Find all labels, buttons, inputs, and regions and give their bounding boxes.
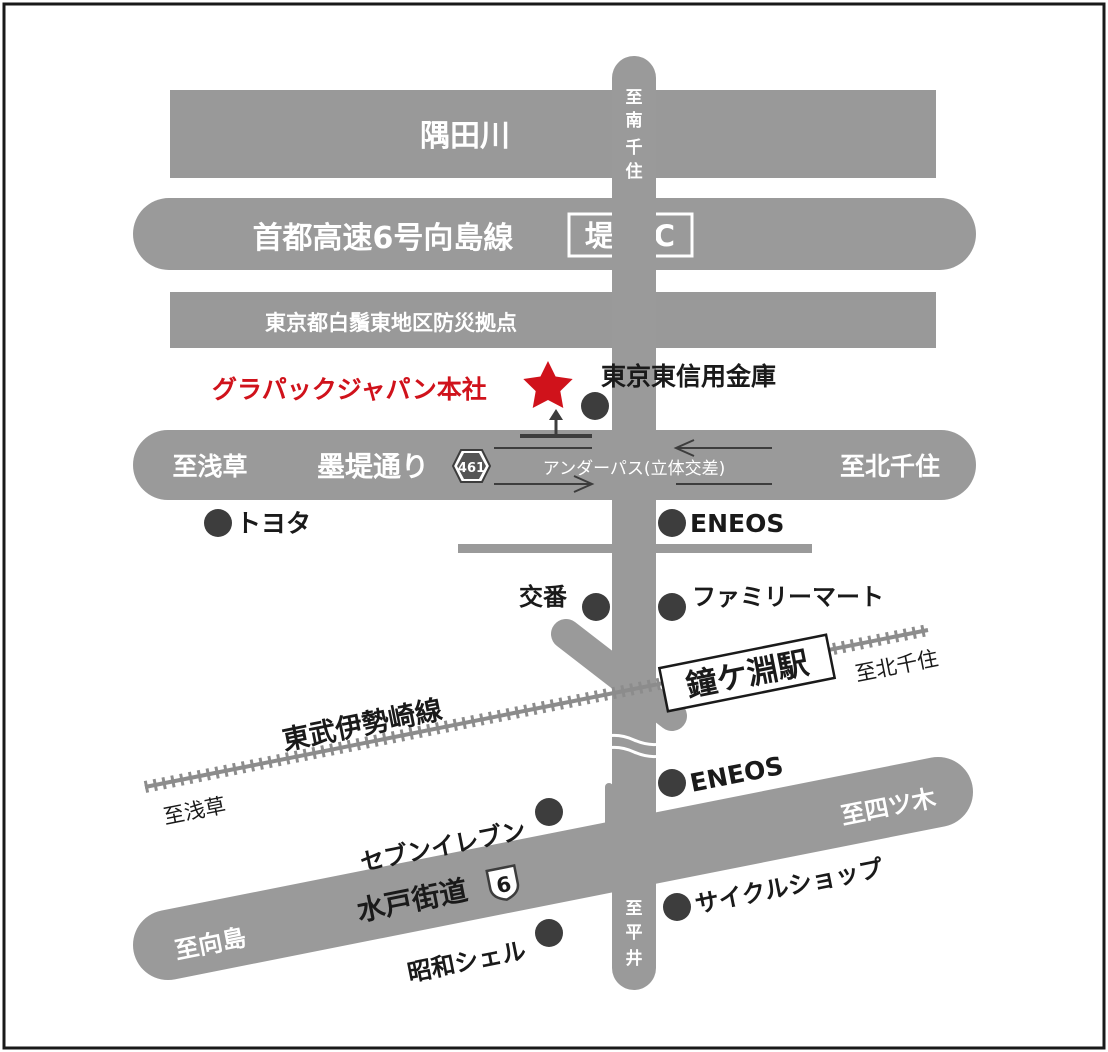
mito-kaido-road <box>133 757 973 980</box>
toyota-dot <box>204 509 232 537</box>
road-break-mark <box>599 733 669 759</box>
river-block-right <box>656 90 936 178</box>
svg-text:至: 至 <box>626 88 643 108</box>
central-road <box>612 56 656 990</box>
river-label: 隅田川 <box>420 119 510 154</box>
svg-text:住: 住 <box>626 161 643 182</box>
eneos1-dot <box>658 509 686 537</box>
eneos2-dot <box>658 769 686 797</box>
route-461-shield-inner <box>457 453 486 479</box>
svg-text:千: 千 <box>626 138 643 158</box>
disaster-block-left <box>170 292 612 348</box>
svg-text:井: 井 <box>626 948 643 969</box>
svg-text:平: 平 <box>626 923 643 943</box>
toyota-label: トヨタ <box>236 509 311 538</box>
underpass <box>494 409 772 493</box>
eneos1-label: ENEOS <box>690 509 784 538</box>
svg-text:至: 至 <box>626 899 643 919</box>
route-6-shield: 6 <box>485 864 520 901</box>
bokutei-east-label: 至北千住 <box>840 452 940 481</box>
disaster-block-label: 東京都白鬚東地区防災拠点 <box>265 311 517 335</box>
shinkin-dot <box>581 392 609 420</box>
familymart-label: ファミリーマート <box>692 583 884 611</box>
south-road-label: 至 平 井 <box>626 899 643 969</box>
svg-text:南: 南 <box>626 110 643 131</box>
shinkin-label: 東京東信用金庫 <box>601 362 776 391</box>
north-road-label: 至 南 千 住 <box>626 88 643 182</box>
expressway-road <box>133 198 976 270</box>
bokutei-name: 墨堤通り <box>317 450 429 483</box>
koban-label: 交番 <box>519 583 568 611</box>
river-block-left <box>170 90 612 178</box>
cycle-dot <box>663 893 691 921</box>
familymart-dot <box>658 593 686 621</box>
company-name: グラパックジャパン本社 <box>212 375 487 404</box>
seven-dot <box>535 798 563 826</box>
showa-dot <box>535 919 563 947</box>
underpass-label: アンダーパス(立体交差) <box>543 459 725 479</box>
bokutei-west-label: 至浅草 <box>172 452 247 481</box>
route-6-number: 6 <box>494 872 513 898</box>
disaster-block-right <box>656 292 936 348</box>
star-icon <box>523 361 573 408</box>
koban-dot <box>582 593 610 621</box>
expressway-label: 首都高速6号向島線 <box>253 221 514 256</box>
route-461-number: 461 <box>458 461 485 476</box>
